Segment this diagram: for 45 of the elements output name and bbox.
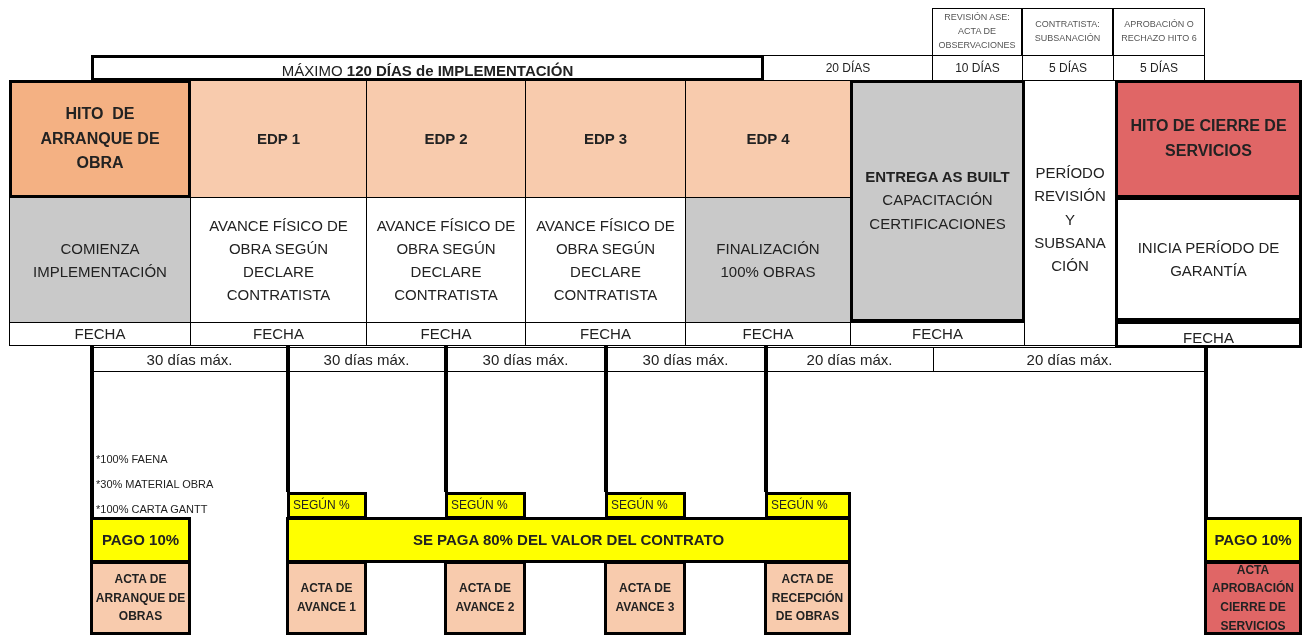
document-box: ACTA DE AVANCE 3 [604,561,686,635]
stage-box: EDP 4 [685,80,851,198]
connector-line [764,346,768,492]
connector-line [1204,348,1208,517]
description-box: INICIA PERÍODO DE GARANTÍA [1115,197,1302,321]
payment-box: PAGO 10% [90,517,191,563]
connector-line [604,346,608,492]
deadline-cell: 20 días máx. [765,347,934,372]
payment-box: PAGO 10% [1204,517,1302,563]
duration-bar: MÁXIMO 120 DÍAS de IMPLEMENTACIÓN [91,55,764,81]
stage-box: EDP 2 [366,80,526,198]
connector-line [444,346,448,492]
deadline-cell: 30 días máx. [287,347,446,372]
percentage-box: SEGÚN % [605,492,686,519]
delivery-box: ENTREGA AS BUILT CAPACITACIÓN CERTIFICACIONES [850,80,1025,322]
milestone-box: HITO DE ARRANQUE DE OBRA [9,80,191,198]
description-box: COMIENZA IMPLEMENTACIÓN [9,197,191,323]
header-cell: REVISIÓN ASE: ACTA DE OBSERVACIONES [932,8,1022,56]
payment-bar: SE PAGA 80% DEL VALOR DEL CONTRATO [286,517,851,563]
date-cell: FECHA [850,322,1025,346]
percentage-box: SEGÚN % [445,492,526,519]
header-cell: CONTRATISTA: SUBSANACIÓN [1022,8,1113,56]
deadline-cell: 30 días máx. [605,347,766,372]
milestone-box: HITO DE CIERRE DE SERVICIOS [1115,80,1302,198]
percentage-box: SEGÚN % [765,492,851,519]
note-text: *30% MATERIAL OBRA [96,477,214,491]
document-box: ACTA DE RECEPCIÓN DE OBRAS [764,561,851,635]
header-cell: APROBACIÓN O RECHAZO HITO 6 [1113,8,1205,56]
document-box: ACTA DE ARRANQUE DE OBRAS [90,561,191,635]
date-cell: FECHA [1115,321,1302,348]
note-text: *100% CARTA GANTT [96,502,208,516]
connector-line [286,346,290,492]
description-box: FINALIZACIÓN 100% OBRAS [685,197,851,323]
document-box: ACTA DE AVANCE 1 [286,561,367,635]
date-cell: FECHA [9,322,191,346]
connector-line [90,346,94,517]
deadline-cell: 20 días máx. [933,347,1206,372]
deadline-cell: 30 días máx. [91,347,288,372]
stage-box: EDP 3 [525,80,686,198]
stage-box: EDP 1 [190,80,367,198]
deadline-cell: 30 días máx. [445,347,606,372]
note-text: *100% FAENA [96,452,168,466]
document-box: ACTA DE AVANCE 2 [444,561,526,635]
percentage-box: SEGÚN % [287,492,367,519]
document-box: ACTA APROBACIÓN CIERRE DE SERVICIOS [1204,561,1302,635]
